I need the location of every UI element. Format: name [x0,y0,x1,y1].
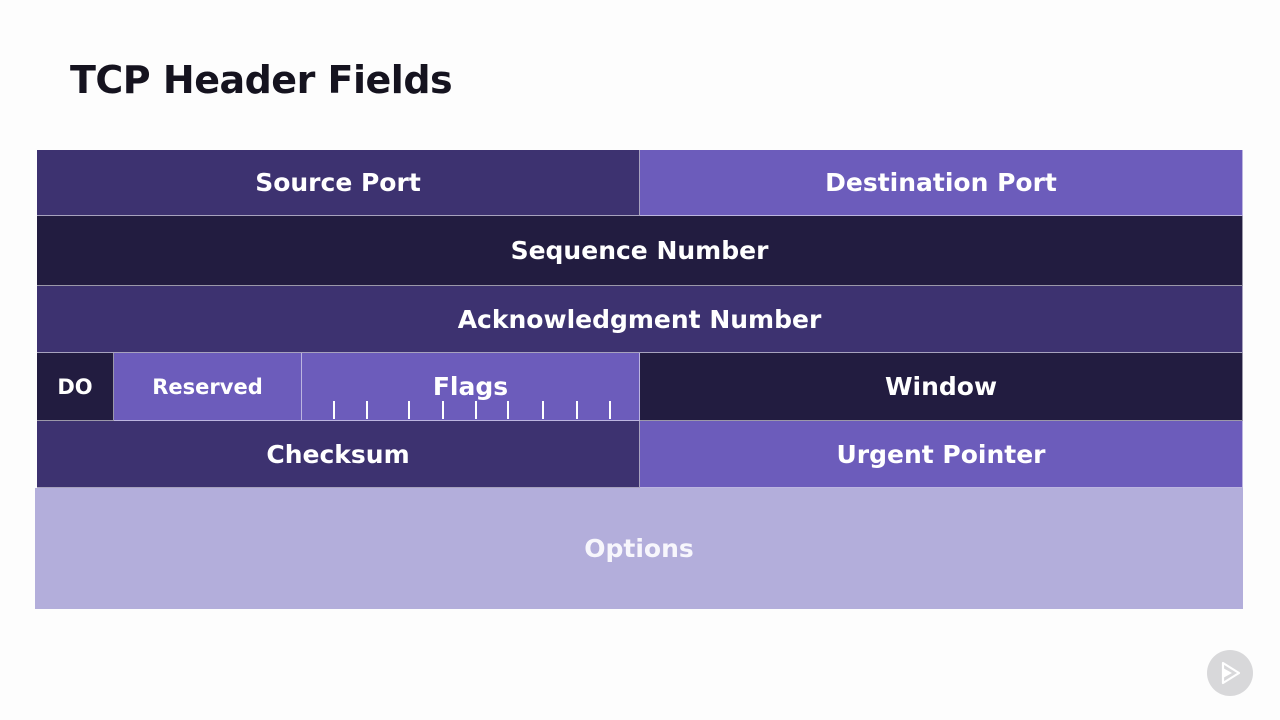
slide-title: TCP Header Fields [70,58,453,102]
flag-bit-tick [475,401,477,419]
flags-label: Flags [432,371,509,401]
flag-bit-tick [333,401,335,419]
flags-field: Flags [302,353,640,421]
flag-bit-tick [408,401,410,419]
sequence-number-field: Sequence Number [37,216,1243,286]
options-field: Options [35,488,1243,609]
checksum-label: Checksum [266,439,410,469]
flag-bit-tick [366,401,368,419]
source-port-label: Source Port [255,168,421,197]
flag-bit-tick [507,401,509,419]
play-logo-icon [1207,650,1253,696]
flag-bit-tick [609,401,611,419]
window-field: Window [640,353,1243,421]
flag-bit-tick [576,401,578,419]
destination-port-field: Destination Port [640,150,1243,216]
reserved-field: Reserved [114,353,302,421]
data-offset-field: DO [37,353,114,421]
urgent-pointer-field: Urgent Pointer [640,421,1243,488]
destination-port-label: Destination Port [825,168,1057,197]
data-offset-label: DO [57,374,93,399]
flag-bit-tick [542,401,544,419]
source-port-field: Source Port [37,150,640,216]
flags-label-wrap: Flags [302,353,639,419]
urgent-pointer-label: Urgent Pointer [836,439,1046,469]
sequence-number-label: Sequence Number [510,236,769,265]
window-label: Window [884,372,998,401]
acknowledgment-number-label: Acknowledgment Number [457,304,822,334]
options-label: Options [584,534,694,563]
acknowledgment-number-field: Acknowledgment Number [37,286,1243,353]
flag-bit-tick [442,401,444,419]
checksum-field: Checksum [37,421,640,488]
reserved-label: Reserved [152,374,263,399]
play-triangle-icon [1221,661,1241,685]
